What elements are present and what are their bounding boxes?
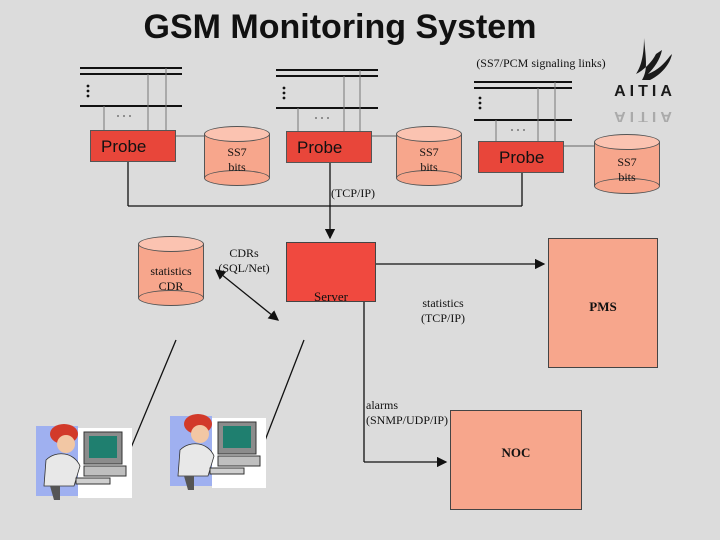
signaling-links-3: [474, 81, 572, 121]
pms-label: PMS: [589, 299, 617, 314]
server-label: Server: [314, 289, 348, 304]
operator-workstation-icon: [36, 424, 132, 500]
ss7-bits-label-1: SS7 bits: [227, 145, 247, 174]
probe-2-label: Probe: [297, 138, 343, 157]
logo-text: AITIA: [614, 83, 676, 100]
probe-1-label: Probe: [101, 137, 147, 156]
noc-box: NOC: [450, 410, 582, 510]
ss7-bits-storage-1: SS7 bits: [204, 126, 270, 186]
probe-2: Probe: [286, 131, 372, 163]
ss7-bits-label-3: SS7 bits: [617, 155, 637, 184]
tcpip-bus-label: (TCP/IP): [330, 186, 375, 200]
signaling-links-label: (SS7/PCM signaling links): [476, 56, 606, 70]
pms-box: PMS: [548, 238, 658, 368]
page-title: GSM Monitoring System: [143, 8, 537, 46]
server-box: Server: [286, 242, 376, 304]
probe-3-label: Probe: [499, 148, 545, 167]
noc-label: NOC: [501, 445, 531, 460]
ss7-bits-label-2: SS7 bits: [419, 145, 439, 174]
ss7-bits-storage-3: SS7 bits: [594, 134, 660, 194]
signaling-links-2: [276, 69, 378, 109]
alarms-label: alarms (SNMP/UDP/IP): [366, 398, 449, 427]
ss7-bits-storage-2: SS7 bits: [396, 126, 462, 186]
logo-reflection-text: AITIA: [614, 108, 676, 122]
probe-3: Probe: [478, 141, 564, 173]
statistics-cdr-label: statistics CDR: [150, 264, 192, 293]
cdrs-label: CDRs (SQL/Net): [218, 246, 270, 275]
statistics-cdr-storage: statistics CDR: [138, 236, 204, 306]
probe-1: Probe: [90, 130, 176, 162]
aitia-logo: AITIA AITIA: [614, 38, 676, 122]
signaling-links-1: [80, 67, 182, 107]
operator-workstation-icon: [170, 414, 266, 490]
statistics-tcpip-label: statistics (TCP/IP): [420, 296, 465, 325]
